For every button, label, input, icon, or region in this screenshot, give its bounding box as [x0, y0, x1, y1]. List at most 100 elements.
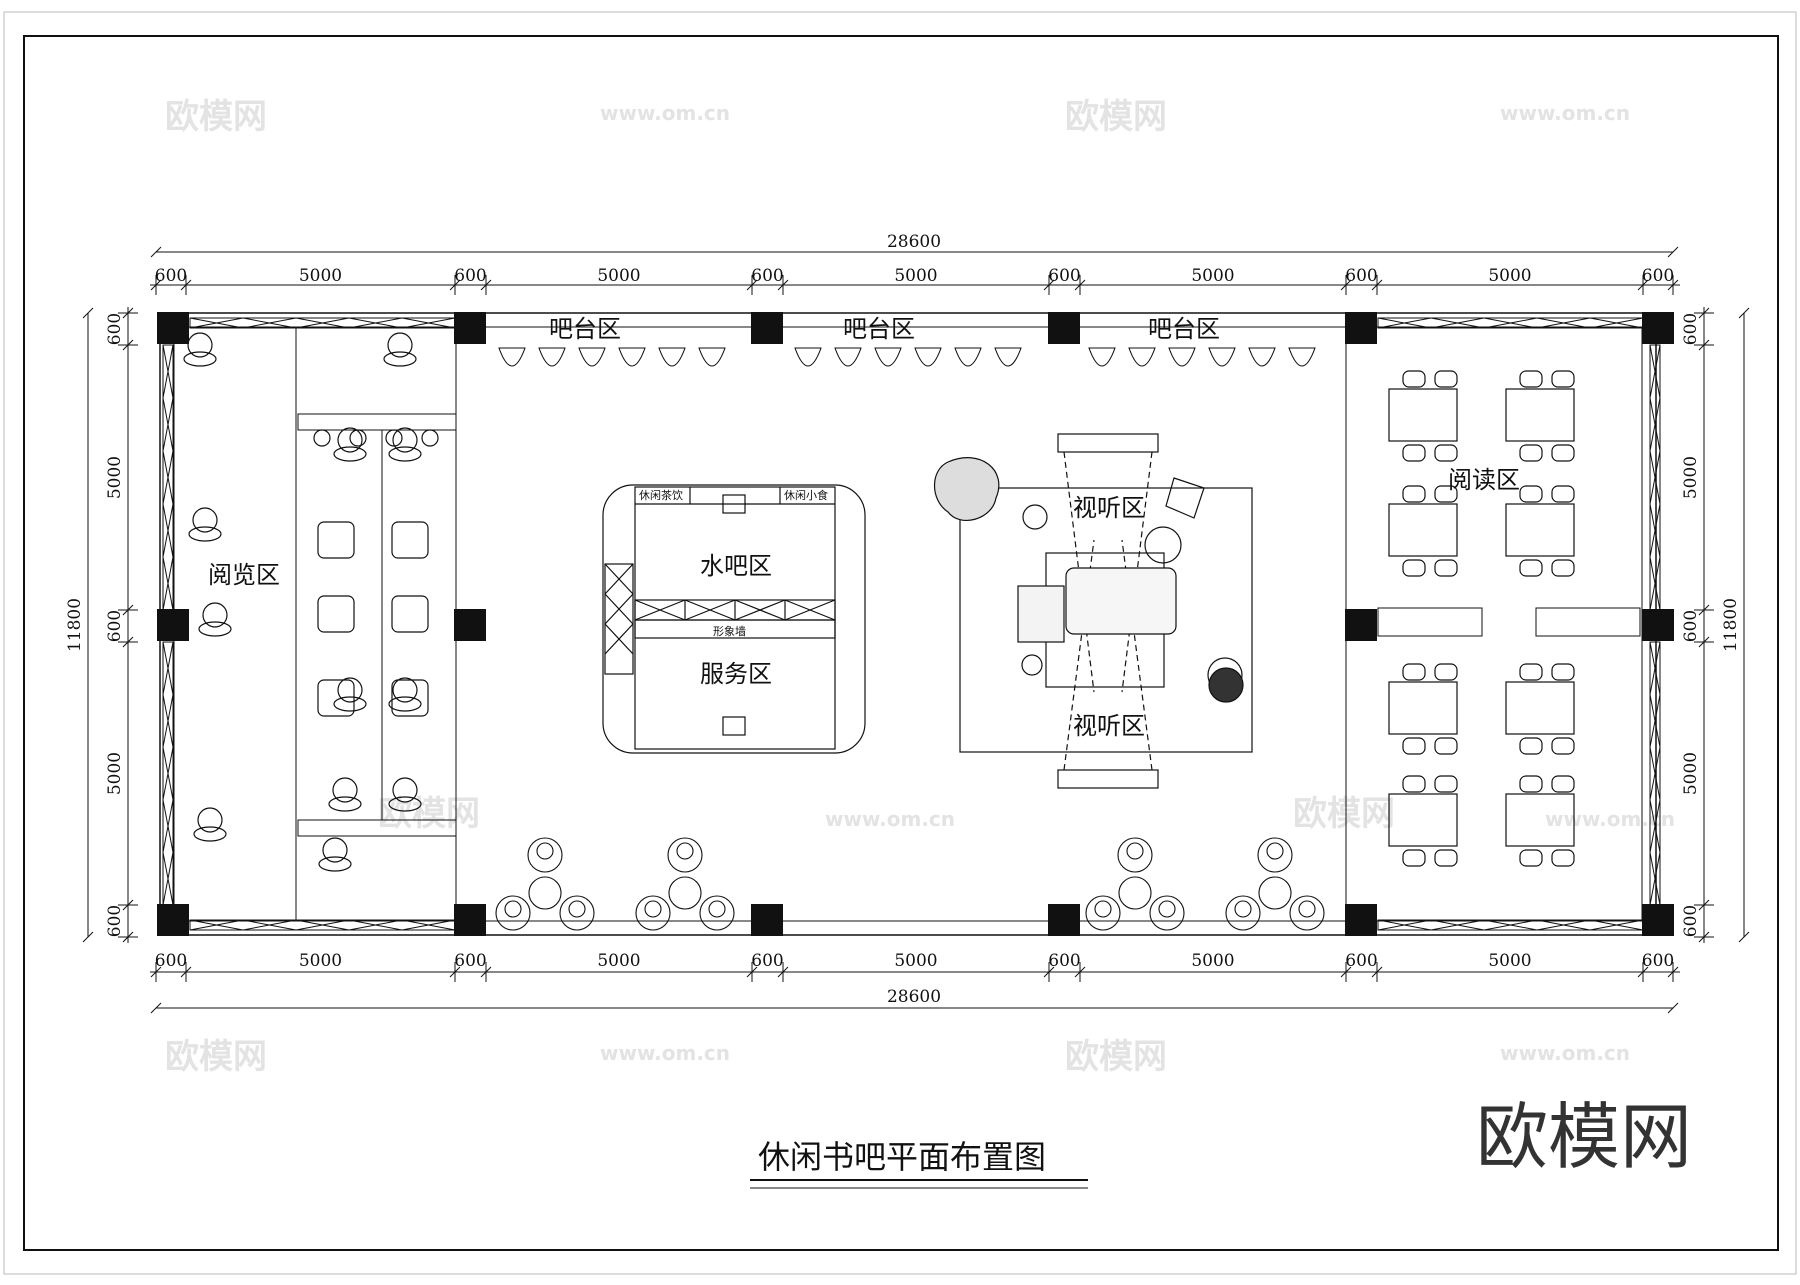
- watermark-url: www.om.cn: [825, 807, 955, 831]
- dimension-label: 5000: [299, 266, 342, 286]
- label-bar-area-1: 吧台区: [549, 315, 621, 343]
- small-stool: [313, 429, 331, 447]
- lounge-chair-person: [1126, 842, 1144, 860]
- bar-chair: [1248, 347, 1276, 367]
- person-figure: [333, 446, 367, 462]
- window-cross: [1649, 641, 1661, 695]
- dimension-label: 600: [1681, 905, 1701, 937]
- window-strip: [189, 317, 456, 329]
- lounge-chair: [1085, 895, 1121, 931]
- person-figure: [337, 427, 363, 453]
- column: [454, 904, 486, 936]
- reading-chair: [1551, 444, 1575, 462]
- dimension-label: 11800: [65, 598, 85, 652]
- window-cross: [1649, 344, 1661, 399]
- watermark-logo: 欧模网: [1065, 1037, 1167, 1077]
- reading-chair: [1519, 444, 1543, 462]
- reading-chair: [1519, 485, 1543, 503]
- dimension-label: 5000: [1681, 752, 1701, 795]
- reading-chair: [1402, 370, 1426, 388]
- window-strip: [1377, 919, 1644, 931]
- stool: [391, 521, 429, 559]
- label-water-bar: 水吧区: [700, 552, 772, 580]
- column: [751, 312, 783, 344]
- person-figure: [318, 856, 352, 872]
- bar-chair: [994, 347, 1022, 367]
- lounge-chair-groups: [495, 837, 1325, 931]
- person-figure: [188, 526, 222, 542]
- window-cross: [162, 694, 174, 748]
- column: [157, 904, 189, 936]
- reading-chair: [1402, 737, 1426, 755]
- lounge-chair: [1257, 837, 1293, 873]
- person-figure: [202, 602, 228, 628]
- watermark-url: www.om.cn: [1500, 101, 1630, 125]
- reading-table: [1388, 793, 1458, 847]
- column: [1048, 312, 1080, 344]
- dimension-label: 5000: [894, 951, 937, 971]
- window-cross: [242, 317, 297, 329]
- person-figure: [332, 777, 358, 803]
- reading-chair: [1402, 663, 1426, 681]
- lounge-chair: [1289, 895, 1325, 931]
- dimension-label: 600: [1642, 951, 1674, 971]
- reading-chair: [1434, 485, 1458, 503]
- column: [1642, 609, 1674, 641]
- window-cross: [348, 919, 403, 931]
- dimension-label: 28600: [887, 232, 941, 252]
- dimension-label: 600: [751, 266, 783, 286]
- dimension-label: 11800: [1721, 598, 1741, 652]
- window-strip: [162, 344, 174, 611]
- person-figure: [337, 677, 363, 703]
- window-cross: [1536, 317, 1591, 329]
- bar-chair: [538, 347, 566, 367]
- watermark-url: www.om.cn: [600, 1041, 730, 1065]
- column: [1345, 312, 1377, 344]
- reading-table: [1388, 681, 1458, 735]
- label-bar-area-3: 吧台区: [1148, 315, 1220, 343]
- column: [1642, 312, 1674, 344]
- label-reading-area: 阅读区: [1448, 466, 1520, 494]
- lounge-chair-person: [536, 842, 554, 860]
- lounge-chair-person: [708, 900, 726, 918]
- stool: [391, 595, 429, 633]
- label-leisure-snack: 休闲小食: [784, 488, 828, 502]
- dimension-label: 600: [1642, 266, 1674, 286]
- window-cross: [1649, 799, 1661, 853]
- reading-chair: [1519, 849, 1543, 867]
- lounge-table: [528, 876, 562, 910]
- dimension-tick: [1738, 307, 1750, 319]
- drawing-border: [23, 35, 1779, 1251]
- reading-chair: [1434, 370, 1458, 388]
- bar-chair: [834, 347, 862, 367]
- bar-chair: [874, 347, 902, 367]
- person-figure: [198, 621, 232, 637]
- bar-chair: [1288, 347, 1316, 367]
- dimension-label: 5000: [894, 266, 937, 286]
- bar-chair: [1168, 347, 1196, 367]
- column: [454, 609, 486, 641]
- person-figure: [322, 837, 348, 863]
- column: [751, 904, 783, 936]
- bar-chair: [498, 347, 526, 367]
- reading-chair: [1434, 559, 1458, 577]
- lounge-chair: [699, 895, 735, 931]
- reading-chair: [1551, 737, 1575, 755]
- lounge-table: [1118, 876, 1152, 910]
- dimension-tick: [150, 1002, 162, 1014]
- stool: [317, 679, 355, 717]
- lounge-chair: [559, 895, 595, 931]
- window-strip: [189, 919, 456, 931]
- reading-chair: [1434, 775, 1458, 793]
- label-image-wall: 形象墙: [713, 624, 746, 638]
- dimension-label: 5000: [1488, 951, 1531, 971]
- dimension-label: 600: [155, 266, 187, 286]
- dimension-label: 5000: [597, 951, 640, 971]
- window-strip: [162, 641, 174, 906]
- dimension-label: 600: [1681, 313, 1701, 345]
- window-cross: [1483, 919, 1538, 931]
- column: [1642, 904, 1674, 936]
- reading-chair: [1434, 849, 1458, 867]
- window-cross: [1649, 397, 1661, 452]
- person-figure: [392, 677, 418, 703]
